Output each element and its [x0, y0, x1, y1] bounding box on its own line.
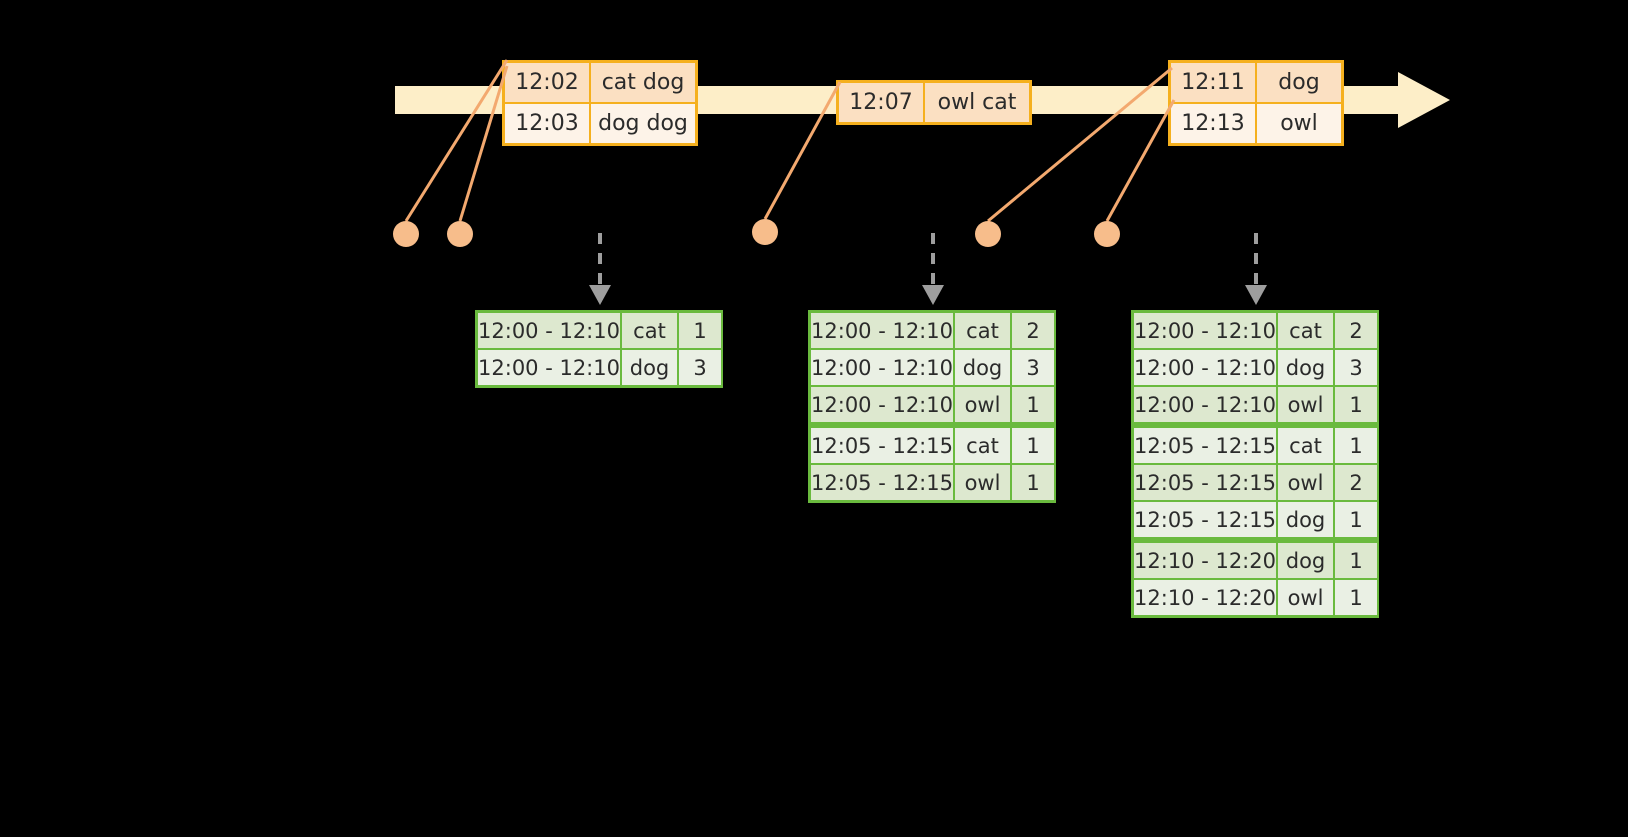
window-cell: 12:00 - 12:10 — [1134, 387, 1276, 422]
key-cell: cat — [955, 313, 1010, 348]
event-time: 12:11 — [1171, 63, 1257, 102]
key-cell: cat — [622, 313, 677, 348]
key-cell: dog — [1278, 350, 1333, 385]
window-group: 12:05 - 12:15 cat 1 12:05 - 12:15 owl 2 … — [1134, 428, 1377, 537]
event-row: 12:11 dog — [1171, 63, 1341, 102]
emit-arrow-2-head-icon — [922, 285, 944, 305]
event-marker-1 — [393, 221, 419, 247]
table-row: 12:00 - 12:10 dog 3 — [811, 350, 1054, 385]
key-cell: owl — [1278, 580, 1333, 615]
count-cell: 1 — [1012, 387, 1054, 422]
table-row: 12:10 - 12:20 dog 1 — [1134, 543, 1377, 578]
window-cell: 12:00 - 12:10 — [811, 387, 953, 422]
event-payload: cat dog — [591, 63, 695, 102]
window-group: 12:00 - 12:10 cat 2 12:00 - 12:10 dog 3 … — [1134, 313, 1377, 422]
count-cell: 2 — [1335, 465, 1377, 500]
event-payload: dog — [1257, 63, 1341, 102]
key-cell: cat — [955, 428, 1010, 463]
count-cell: 1 — [1012, 428, 1054, 463]
table-row: 12:00 - 12:10 owl 1 — [811, 387, 1054, 422]
result-table-3[interactable]: 12:00 - 12:10 cat 2 12:00 - 12:10 dog 3 … — [1131, 310, 1379, 618]
table-row: 12:00 - 12:10 owl 1 — [1134, 387, 1377, 422]
event-marker-2 — [447, 221, 473, 247]
table-row: 12:05 - 12:15 cat 1 — [1134, 428, 1377, 463]
event-time: 12:03 — [505, 104, 591, 143]
result-table-2[interactable]: 12:00 - 12:10 cat 2 12:00 - 12:10 dog 3 … — [808, 310, 1056, 503]
table-row: 12:10 - 12:20 owl 1 — [1134, 580, 1377, 615]
event-group-1[interactable]: 12:02 cat dog 12:03 dog dog — [502, 60, 698, 146]
event-row: 12:02 cat dog — [505, 63, 695, 102]
emit-arrow-3-head-icon — [1245, 285, 1267, 305]
window-cell: 12:05 - 12:15 — [1134, 428, 1276, 463]
key-cell: dog — [622, 350, 677, 385]
table-row: 12:05 - 12:15 owl 1 — [811, 465, 1054, 500]
event-marker-5 — [1094, 221, 1120, 247]
window-group: 12:00 - 12:10 cat 1 12:00 - 12:10 dog 3 — [478, 313, 721, 385]
connector-1 — [404, 59, 509, 222]
window-cell: 12:00 - 12:10 — [478, 313, 620, 348]
window-cell: 12:00 - 12:10 — [811, 313, 953, 348]
key-cell: owl — [1278, 465, 1333, 500]
key-cell: dog — [955, 350, 1010, 385]
event-row: 12:03 dog dog — [505, 102, 695, 143]
table-row: 12:00 - 12:10 dog 3 — [478, 350, 721, 385]
emit-arrow-1-head-icon — [589, 285, 611, 305]
event-time: 12:07 — [839, 83, 925, 122]
event-marker-3 — [752, 219, 778, 245]
key-cell: owl — [955, 387, 1010, 422]
event-payload: owl — [1257, 104, 1341, 143]
event-group-2[interactable]: 12:07 owl cat — [836, 80, 1032, 125]
connector-5 — [1105, 99, 1176, 222]
table-row: 12:00 - 12:10 cat 2 — [811, 313, 1054, 348]
event-payload: owl cat — [925, 83, 1029, 122]
window-cell: 12:05 - 12:15 — [1134, 502, 1276, 537]
count-cell: 3 — [1012, 350, 1054, 385]
window-group: 12:10 - 12:20 dog 1 12:10 - 12:20 owl 1 — [1134, 543, 1377, 615]
key-cell: dog — [1278, 502, 1333, 537]
count-cell: 1 — [1335, 502, 1377, 537]
window-cell: 12:05 - 12:15 — [811, 428, 953, 463]
count-cell: 2 — [1012, 313, 1054, 348]
window-cell: 12:05 - 12:15 — [1134, 465, 1276, 500]
event-marker-4 — [975, 221, 1001, 247]
table-row: 12:05 - 12:15 dog 1 — [1134, 502, 1377, 537]
event-time: 12:02 — [505, 63, 591, 102]
window-group: 12:00 - 12:10 cat 2 12:00 - 12:10 dog 3 … — [811, 313, 1054, 422]
count-cell: 1 — [1335, 428, 1377, 463]
window-cell: 12:10 - 12:20 — [1134, 580, 1276, 615]
event-time: 12:13 — [1171, 104, 1257, 143]
key-cell: owl — [955, 465, 1010, 500]
window-cell: 12:10 - 12:20 — [1134, 543, 1276, 578]
count-cell: 2 — [1335, 313, 1377, 348]
event-payload: dog dog — [591, 104, 695, 143]
window-cell: 12:00 - 12:10 — [478, 350, 620, 385]
table-row: 12:00 - 12:10 cat 1 — [478, 313, 721, 348]
table-row: 12:00 - 12:10 cat 2 — [1134, 313, 1377, 348]
count-cell: 1 — [679, 313, 721, 348]
count-cell: 1 — [1335, 580, 1377, 615]
key-cell: dog — [1278, 543, 1333, 578]
count-cell: 3 — [679, 350, 721, 385]
count-cell: 1 — [1335, 543, 1377, 578]
event-row: 12:13 owl — [1171, 102, 1341, 143]
window-group: 12:05 - 12:15 cat 1 12:05 - 12:15 owl 1 — [811, 428, 1054, 500]
window-cell: 12:00 - 12:10 — [1134, 350, 1276, 385]
result-table-1[interactable]: 12:00 - 12:10 cat 1 12:00 - 12:10 dog 3 — [475, 310, 723, 388]
timeline-arrow-icon — [1398, 72, 1450, 128]
key-cell: cat — [1278, 313, 1333, 348]
table-row: 12:05 - 12:15 cat 1 — [811, 428, 1054, 463]
event-group-3[interactable]: 12:11 dog 12:13 owl — [1168, 60, 1344, 146]
window-cell: 12:05 - 12:15 — [811, 465, 953, 500]
window-cell: 12:00 - 12:10 — [811, 350, 953, 385]
event-row: 12:07 owl cat — [839, 83, 1029, 122]
count-cell: 1 — [1335, 387, 1377, 422]
count-cell: 3 — [1335, 350, 1377, 385]
count-cell: 1 — [1012, 465, 1054, 500]
window-cell: 12:00 - 12:10 — [1134, 313, 1276, 348]
key-cell: cat — [1278, 428, 1333, 463]
table-row: 12:00 - 12:10 dog 3 — [1134, 350, 1377, 385]
table-row: 12:05 - 12:15 owl 2 — [1134, 465, 1377, 500]
key-cell: owl — [1278, 387, 1333, 422]
